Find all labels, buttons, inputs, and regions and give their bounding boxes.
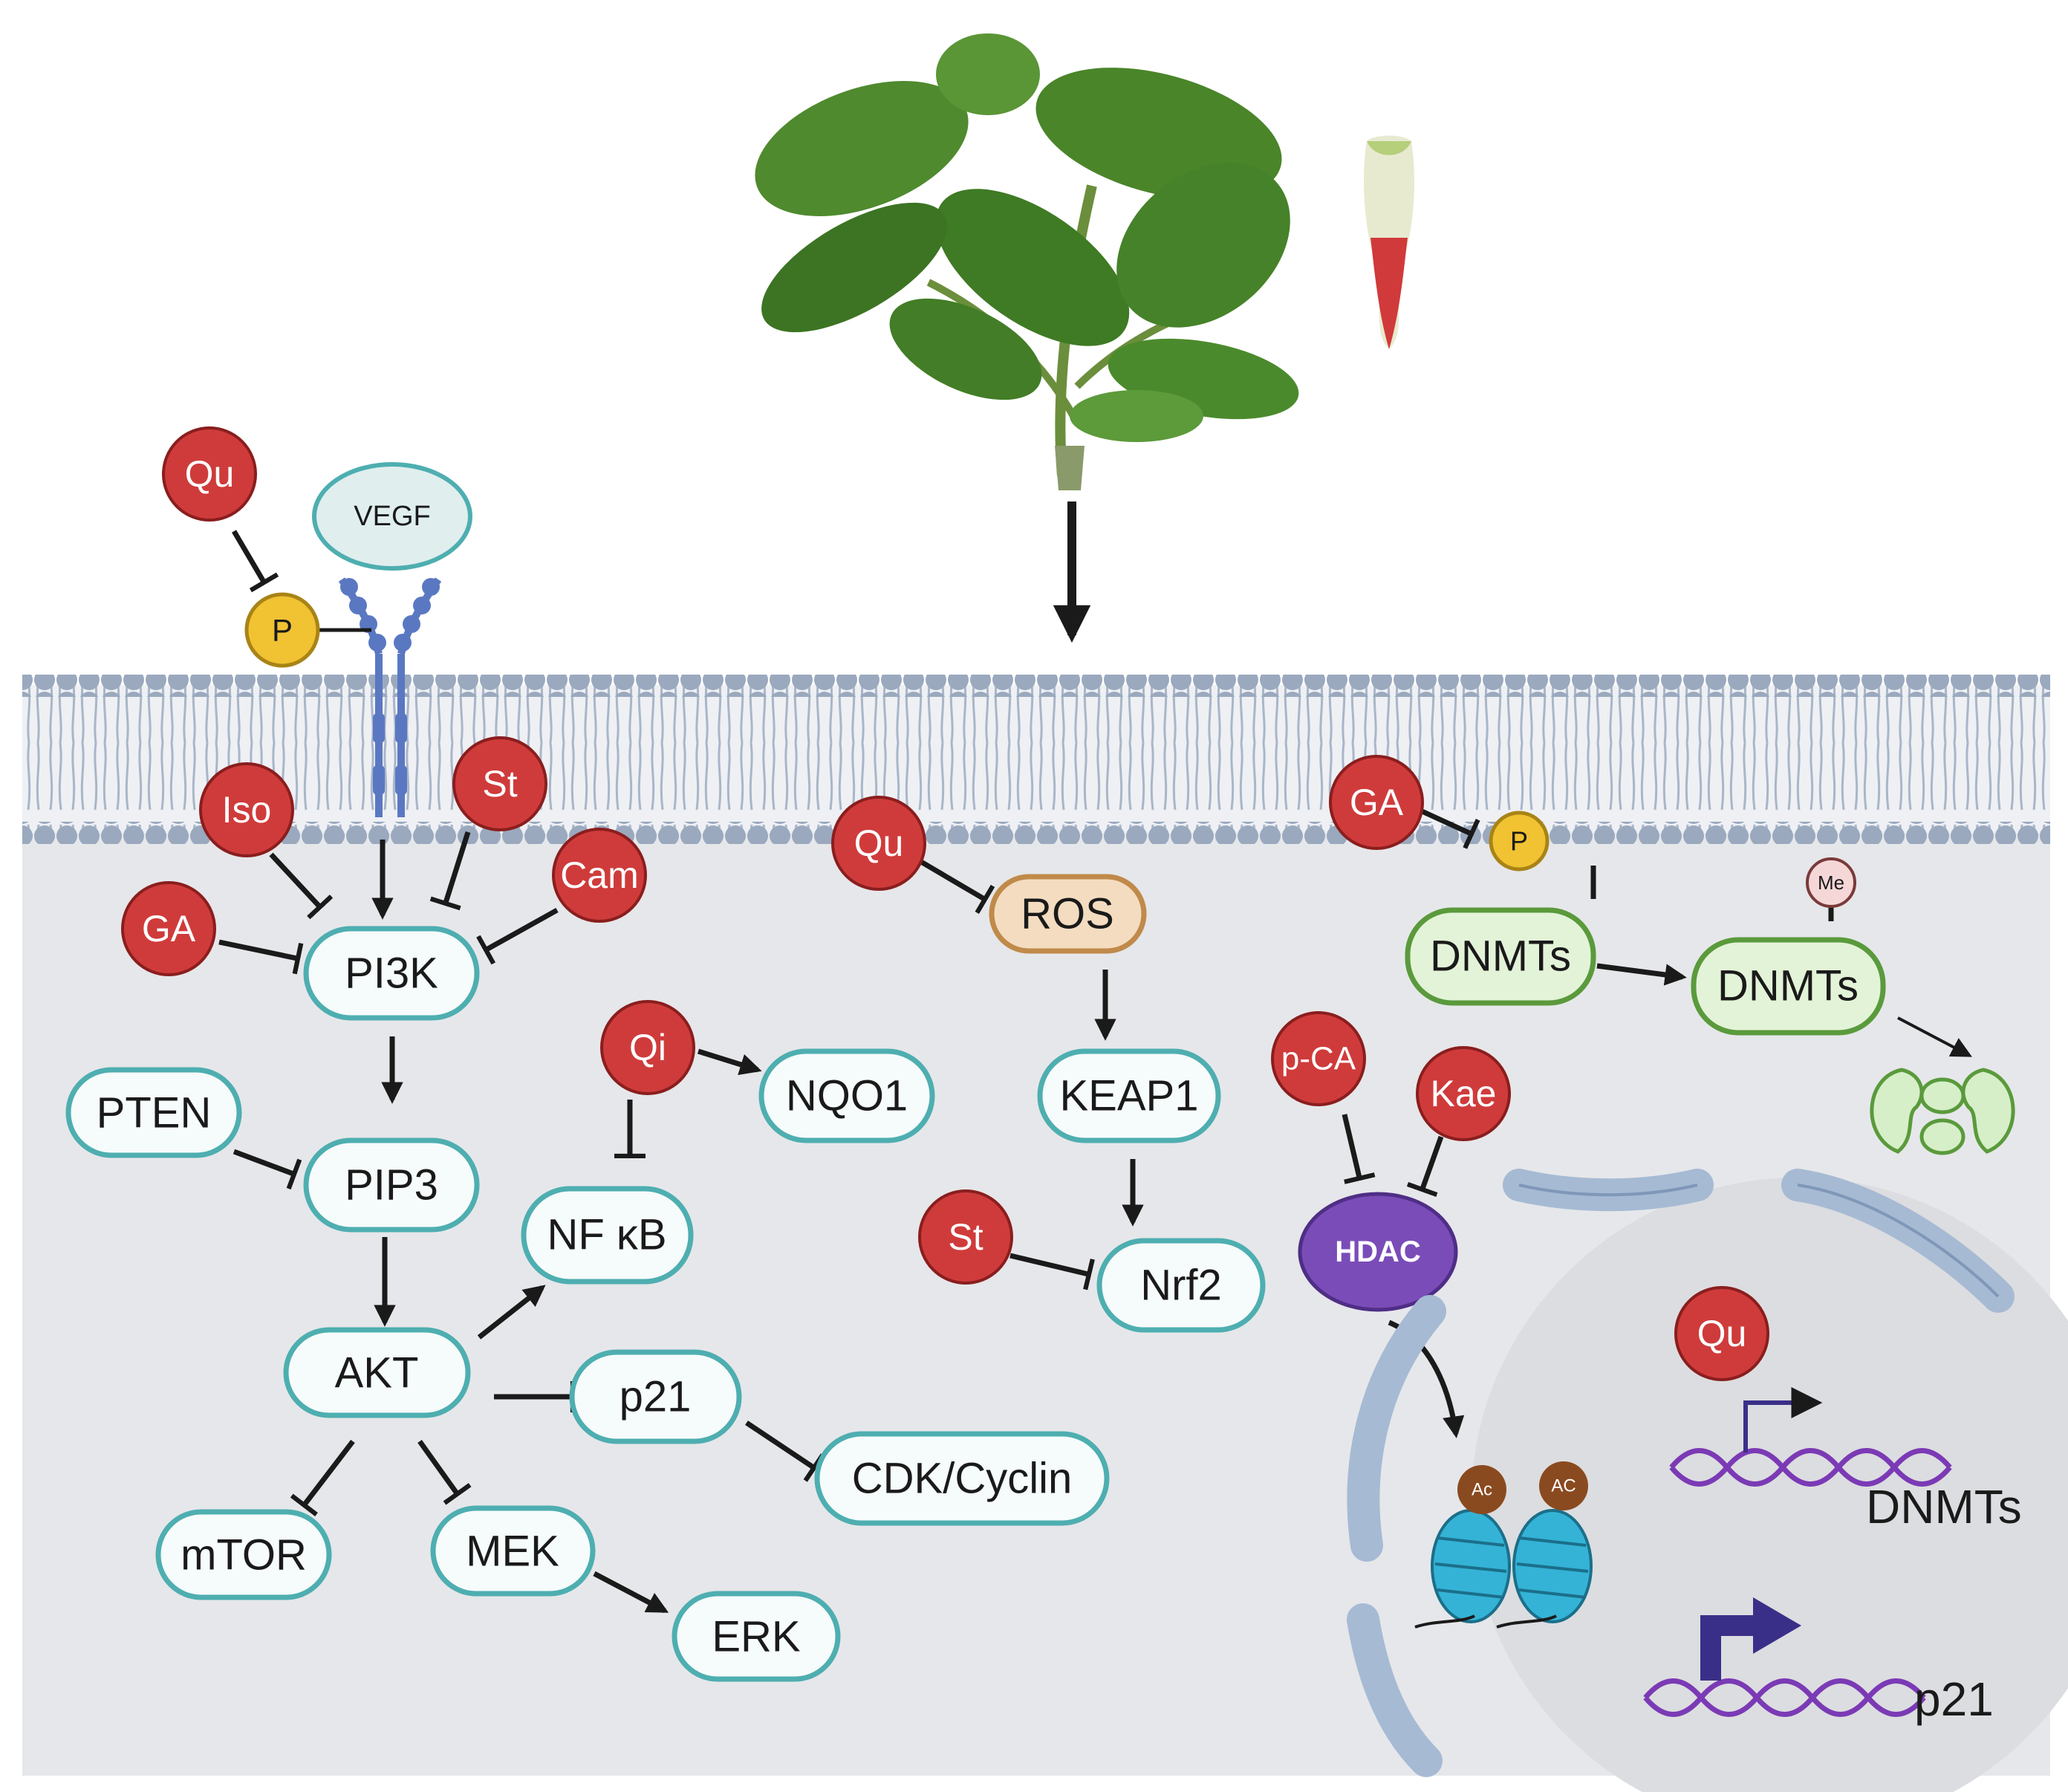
compound-qu-nucleus: Qu: [1674, 1286, 1769, 1381]
plant-illustration: [755, 33, 1299, 490]
acetyl-mark-1: Ac: [1457, 1465, 1506, 1514]
node-p21: p21: [569, 1349, 742, 1444]
ga-pi3k-label: GA: [142, 908, 196, 949]
dnmts-2-label: DNMTs: [1717, 962, 1859, 1010]
dna-gene-bottom: p21: [1914, 1672, 1994, 1726]
kae-label: Kae: [1431, 1073, 1497, 1114]
cam-label: Cam: [560, 854, 639, 896]
acetyl-1-label: Ac: [1472, 1480, 1492, 1500]
cdk-cyclin-label: CDK/Cyclin: [852, 1455, 1073, 1503]
node-nqo1: NQO1: [758, 1048, 935, 1143]
compound-iso: Iso: [199, 762, 294, 857]
qu-vegf-label: Qu: [185, 453, 235, 495]
st-pi3k-label: St: [482, 763, 517, 805]
methyl-mark: Me: [1806, 857, 1856, 908]
node-hdac: HDAC: [1298, 1192, 1458, 1312]
transcription-start-arrow-bottom: [1700, 1597, 1801, 1681]
compound-kae: Kae: [1416, 1046, 1511, 1141]
methyl-label: Me: [1818, 871, 1844, 894]
flower-illustration: [1363, 135, 1415, 349]
compound-ga-dnmt: GA: [1329, 755, 1424, 850]
node-dnmts-2: DNMTs: [1691, 937, 1886, 1036]
nucleus: [1347, 1169, 2068, 1792]
dna-top: [1669, 1448, 1952, 1487]
node-dnmts-1: DNMTs: [1405, 907, 1596, 1006]
compound-st-pi3k: St: [452, 736, 547, 831]
dnmts-1-label: DNMTs: [1430, 932, 1571, 981]
dnmt-phospho-label: P: [1510, 826, 1528, 857]
compound-p-ca: p-CA: [1271, 1011, 1366, 1106]
acetyl-2-label: AC: [1551, 1476, 1576, 1496]
node-mek: MEK: [430, 1505, 596, 1597]
mtor-label: mTOR: [181, 1531, 307, 1580]
vegf-receptor: [319, 577, 442, 817]
compound-qi: Qi: [600, 1000, 695, 1095]
iso-label: Iso: [222, 789, 272, 831]
nrf2-label: Nrf2: [1140, 1262, 1222, 1310]
ga-dnmt-label: GA: [1350, 782, 1404, 823]
node-mtor: mTOR: [155, 1509, 332, 1600]
st-nrf2-label: St: [948, 1216, 983, 1258]
node-pten: PTEN: [65, 1067, 242, 1158]
compound-ga-pi3k: GA: [121, 881, 216, 976]
node-ros: ROS: [989, 874, 1147, 954]
edges: [218, 530, 1972, 1689]
qu-nucleus-label: Qu: [1697, 1313, 1747, 1354]
compound-qu-ros: Qu: [831, 796, 926, 891]
compound-qu-vegf: Qu: [162, 426, 257, 522]
akt-label: AKT: [335, 1349, 419, 1397]
compound-st-nrf2: St: [918, 1189, 1013, 1285]
node-akt: AKT: [283, 1327, 471, 1418]
node-erk: ERK: [672, 1591, 841, 1682]
node-keap1: KEAP1: [1037, 1048, 1221, 1143]
node-pip3: PIP3: [303, 1137, 480, 1233]
acetyl-mark-2: AC: [1539, 1461, 1588, 1510]
node-cdk-cyclin: CDK/Cyclin: [814, 1431, 1110, 1526]
node-nfkb: NF κB: [521, 1186, 694, 1285]
hdac-label: HDAC: [1335, 1236, 1421, 1268]
receptor-phospho: [244, 592, 320, 668]
dna-bottom: [1643, 1678, 1926, 1717]
p21-label: p21: [620, 1373, 692, 1421]
pi3k-label: PI3K: [345, 949, 438, 998]
cell-membrane: [22, 675, 2050, 844]
compound-cam: Cam: [552, 828, 647, 923]
erk-label: ERK: [712, 1613, 801, 1661]
node-nrf2: Nrf2: [1096, 1238, 1266, 1333]
degraded-dnmt-fragments: [1870, 1068, 2015, 1155]
receptor-phospho-label: P: [272, 613, 293, 648]
qu-ros-label: Qu: [854, 822, 904, 864]
dna-gene-top: DNMTs: [1866, 1480, 2022, 1533]
transcription-start-arrow-top: [1743, 1387, 1823, 1452]
pten-label: PTEN: [97, 1089, 212, 1137]
nfkb-label: NF κB: [547, 1211, 666, 1259]
node-pi3k: PI3K: [303, 926, 480, 1021]
qi-label: Qi: [629, 1027, 666, 1068]
vegf-ligand: [312, 462, 472, 571]
keap1-label: KEAP1: [1060, 1072, 1199, 1120]
ros-label: ROS: [1021, 890, 1114, 938]
mek-label: MEK: [466, 1528, 559, 1576]
pip3-label: PIP3: [345, 1161, 438, 1210]
p-ca-label: p-CA: [1281, 1041, 1356, 1077]
dnmt-phospho: P: [1489, 811, 1550, 871]
vegf-label: VEGF: [354, 501, 430, 532]
nucleosome-2: [1496, 1486, 1593, 1629]
nqo1-label: NQO1: [786, 1072, 908, 1120]
